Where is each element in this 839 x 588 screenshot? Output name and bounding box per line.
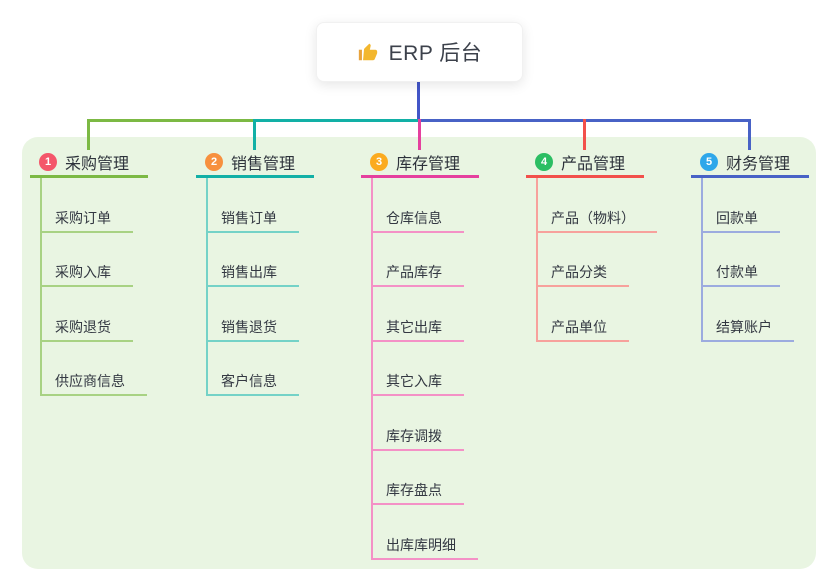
branch-spine-line	[371, 178, 373, 560]
branch-label: 销售管理	[231, 155, 296, 173]
sub-item[interactable]: 产品库存	[371, 255, 464, 287]
branch-spine-line	[206, 178, 208, 396]
connector-branch-drop	[87, 119, 90, 150]
branch-head-3[interactable]: 3 库存管理	[361, 148, 479, 178]
root-node-label: ERP 后台	[388, 42, 483, 65]
branch-head-4[interactable]: 4 产品管理	[526, 148, 644, 178]
sub-item[interactable]: 供应商信息	[40, 364, 147, 396]
branch-label: 财务管理	[726, 155, 791, 173]
root-node[interactable]: ERP 后台	[316, 22, 523, 82]
branch-label: 库存管理	[396, 155, 461, 173]
connector-bus-segment	[87, 119, 255, 122]
branch-label: 采购管理	[65, 155, 130, 173]
connector-branch-drop	[418, 119, 421, 150]
connector-root-stem	[417, 82, 420, 119]
sub-item[interactable]: 库存调拨	[371, 419, 464, 451]
branch-spine-line	[536, 178, 538, 342]
sub-item[interactable]: 销售订单	[206, 201, 299, 233]
branch-number-badge: 4	[535, 152, 553, 171]
branch-label: 产品管理	[561, 155, 626, 173]
sub-item[interactable]: 仓库信息	[371, 201, 464, 233]
branch-number-badge: 2	[205, 152, 223, 171]
branch-number-badge: 3	[370, 152, 388, 171]
sub-item[interactable]: 产品单位	[536, 310, 629, 342]
connector-branch-drop	[748, 119, 751, 150]
sub-item[interactable]: 客户信息	[206, 364, 299, 396]
sub-item[interactable]: 采购订单	[40, 201, 133, 233]
branch-head-5[interactable]: 5 财务管理	[691, 148, 809, 178]
connector-bus-segment	[253, 119, 419, 122]
sub-item[interactable]: 付款单	[701, 255, 780, 287]
thumbs-up-icon	[357, 41, 379, 63]
sub-item[interactable]: 采购退货	[40, 310, 133, 342]
sub-item[interactable]: 销售退货	[206, 310, 299, 342]
connector-branch-drop	[583, 119, 586, 150]
sub-item[interactable]: 产品分类	[536, 255, 629, 287]
sub-item[interactable]: 采购入库	[40, 255, 133, 287]
branch-number-badge: 1	[39, 152, 57, 171]
sub-item[interactable]: 回款单	[701, 201, 780, 233]
connector-branch-drop	[253, 119, 256, 150]
sub-item[interactable]: 其它入库	[371, 364, 464, 396]
branch-number-badge: 5	[700, 152, 718, 171]
branches-panel	[22, 137, 816, 569]
sub-item[interactable]: 销售出库	[206, 255, 299, 287]
sub-item[interactable]: 出库库明细	[371, 528, 478, 560]
sub-item[interactable]: 产品（物料）	[536, 201, 657, 233]
branch-head-1[interactable]: 1 采购管理	[30, 148, 148, 178]
sub-item[interactable]: 库存盘点	[371, 473, 464, 505]
sub-item[interactable]: 其它出库	[371, 310, 464, 342]
branch-head-2[interactable]: 2 销售管理	[196, 148, 314, 178]
branch-spine-line	[40, 178, 42, 396]
sub-item[interactable]: 结算账户	[701, 310, 794, 342]
branch-spine-line	[701, 178, 703, 342]
